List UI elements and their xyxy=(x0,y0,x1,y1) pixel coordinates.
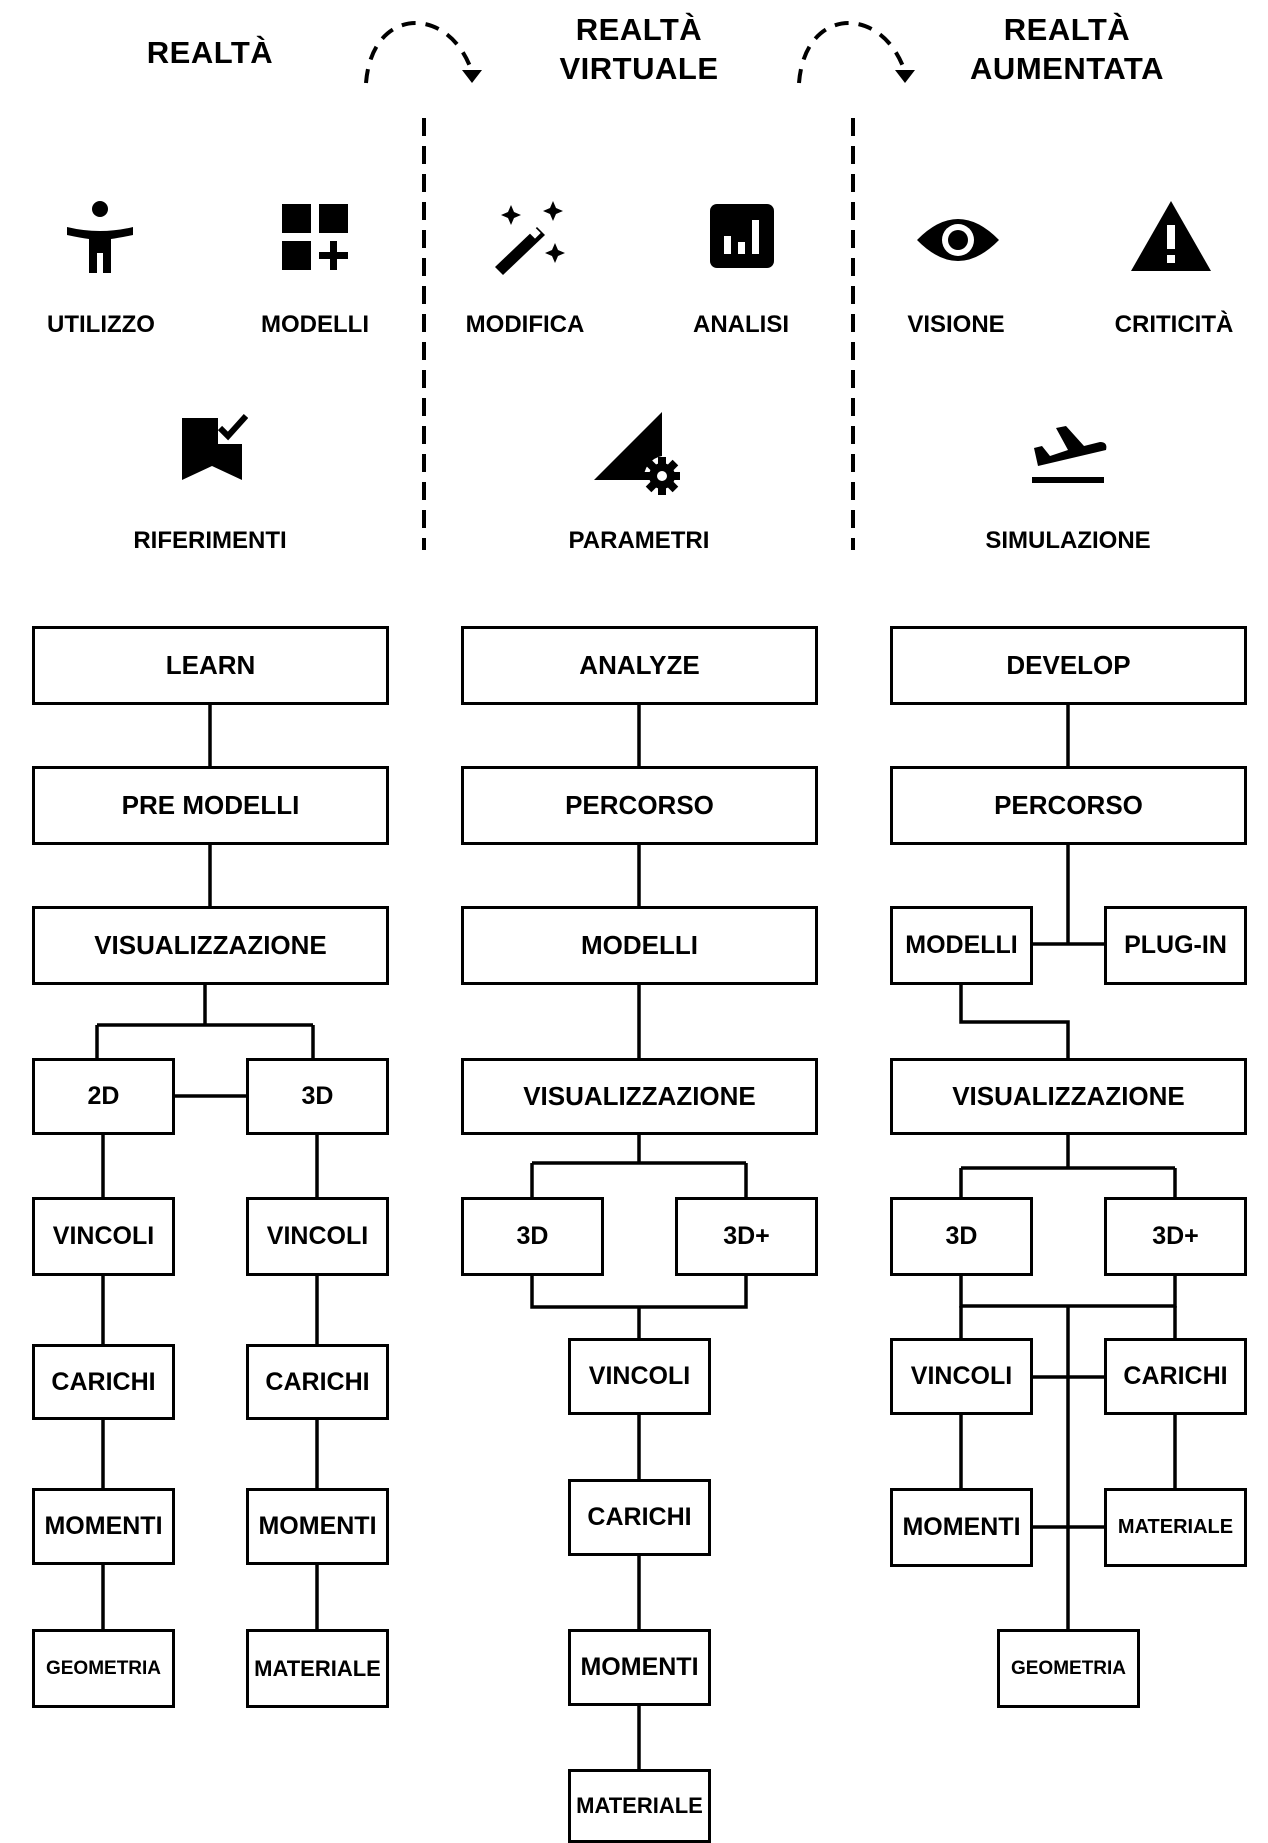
node-2d: 2D xyxy=(32,1058,175,1135)
add-grid-icon xyxy=(282,204,348,270)
node-3d: 3D xyxy=(461,1197,604,1276)
takeoff-icon xyxy=(1032,426,1107,483)
node-vincoli-3d: VINCOLI xyxy=(246,1197,389,1276)
transition-arrow-2 xyxy=(797,21,907,84)
node-3d-plus: 3D+ xyxy=(1104,1197,1247,1276)
node-materiale: MATERIALE xyxy=(1104,1488,1247,1567)
node-percorso: PERCORSO xyxy=(890,766,1247,845)
node-learn: LEARN xyxy=(32,626,389,705)
feature-label-simulazione: SIMULAZIONE xyxy=(985,527,1151,554)
feature-label-parametri: PARAMETRI xyxy=(568,527,710,554)
node-3d-plus: 3D+ xyxy=(675,1197,818,1276)
node-analyze: ANALYZE xyxy=(461,626,818,705)
node-modelli: MODELLI xyxy=(890,906,1033,985)
feature-label-modifica: MODIFICA xyxy=(465,311,585,338)
node-momenti-2d: MOMENTI xyxy=(32,1488,175,1565)
magic-wand-icon xyxy=(495,201,565,275)
warning-icon xyxy=(1131,201,1211,271)
header-realta-aumentata: REALTÀ AUMENTATA xyxy=(970,12,1164,86)
node-vincoli: VINCOLI xyxy=(890,1338,1033,1415)
node-materiale: MATERIALE xyxy=(246,1629,389,1708)
node-carichi: CARICHI xyxy=(1104,1338,1247,1415)
node-geometria: GEOMETRIA xyxy=(997,1629,1140,1708)
node-visualizzazione: VISUALIZZAZIONE xyxy=(461,1058,818,1135)
node-vincoli-2d: VINCOLI xyxy=(32,1197,175,1276)
transition-arrow-1 xyxy=(364,21,474,84)
feature-label-criticita: CRITICITÀ xyxy=(1114,311,1234,338)
feature-label-visione: VISIONE xyxy=(907,311,1005,338)
node-carichi-2d: CARICHI xyxy=(32,1344,175,1420)
transition-arrow-1-head xyxy=(462,70,482,83)
node-materiale: MATERIALE xyxy=(568,1769,711,1843)
header-realta: REALTÀ xyxy=(146,35,274,70)
node-plug-in: PLUG-IN xyxy=(1104,906,1247,985)
bookmark-check-icon xyxy=(182,414,248,480)
feature-label-utilizzo: UTILIZZO xyxy=(47,311,155,338)
node-momenti: MOMENTI xyxy=(568,1629,711,1706)
transition-arrow-2-head xyxy=(895,70,915,83)
feature-label-riferimenti: RIFERIMENTI xyxy=(133,527,287,554)
node-carichi-3d: CARICHI xyxy=(246,1344,389,1420)
node-pre-modelli: PRE MODELLI xyxy=(32,766,389,845)
node-3d: 3D xyxy=(246,1058,389,1135)
ruler-settings-icon xyxy=(594,412,680,495)
feature-label-analisi: ANALISI xyxy=(693,311,789,338)
header-realta-virtuale: REALTÀ VIRTUALE xyxy=(559,12,719,86)
node-3d: 3D xyxy=(890,1197,1033,1276)
node-momenti-3d: MOMENTI xyxy=(246,1488,389,1565)
eye-icon xyxy=(917,219,999,261)
node-develop: DEVELOP xyxy=(890,626,1247,705)
node-modelli: MODELLI xyxy=(461,906,818,985)
node-visualizzazione: VISUALIZZAZIONE xyxy=(32,906,389,985)
node-percorso: PERCORSO xyxy=(461,766,818,845)
node-momenti: MOMENTI xyxy=(890,1488,1033,1567)
node-geometria: GEOMETRIA xyxy=(32,1629,175,1708)
node-vincoli: VINCOLI xyxy=(568,1338,711,1415)
feature-label-modelli: MODELLI xyxy=(261,311,369,338)
bar-chart-icon xyxy=(710,204,774,268)
node-visualizzazione: VISUALIZZAZIONE xyxy=(890,1058,1247,1135)
node-carichi: CARICHI xyxy=(568,1479,711,1556)
accessibility-icon xyxy=(67,201,133,273)
